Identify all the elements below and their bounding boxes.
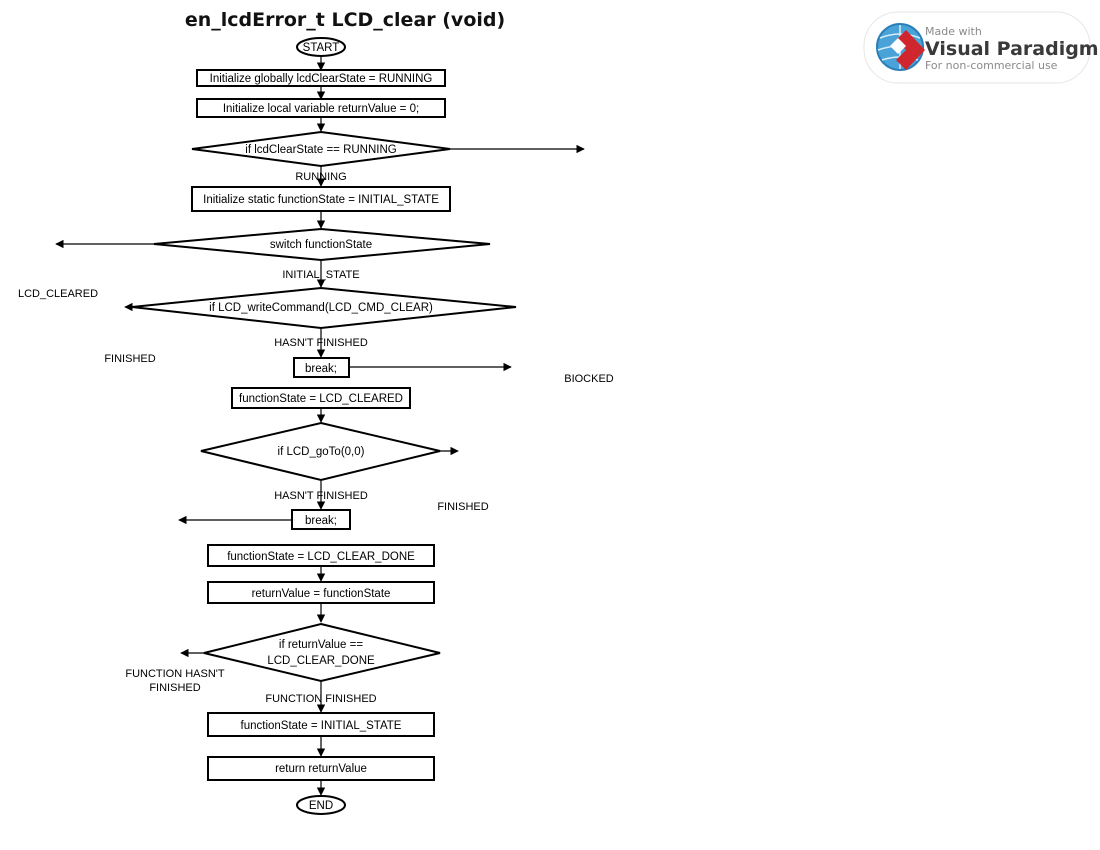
init-global-label: Initialize globally lcdClearState = RUNN… <box>210 73 433 85</box>
if-running-diamond <box>191 130 451 168</box>
if-goto-diamond <box>200 421 441 482</box>
break-1-process: break; <box>293 357 350 378</box>
edge-label-hasnt-finished-2: HASN'T FINISHED <box>274 490 368 502</box>
edge-label-function-hasnt-1: FUNCTION HASN'T <box>125 668 225 680</box>
start-label: START <box>303 42 340 54</box>
switch-diamond <box>153 227 491 262</box>
set-return-box <box>207 581 435 604</box>
init-static-box <box>191 186 451 212</box>
end-terminal: END <box>296 795 346 815</box>
if-return-label-line1: if returnValue == <box>279 639 363 651</box>
reset-state-label: functionState = INITIAL_STATE <box>241 720 402 732</box>
if-running-label: if lcdClearState == RUNNING <box>245 144 397 156</box>
set-cleared-label: functionState = LCD_CLEARED <box>239 393 403 405</box>
init-local-process: Initialize local variable returnValue = … <box>196 98 446 118</box>
set-clear-done-label: functionState = LCD_CLEAR_DONE <box>227 551 415 563</box>
reset-state-box <box>207 712 435 737</box>
set-return-process: returnValue = functionState <box>207 581 435 604</box>
edge-labels: RUNNING BIOCKED INITIAL_STATE LCD_CLEARE… <box>18 171 614 705</box>
return-value-process: return returnValue <box>207 756 435 781</box>
break-2-label: break; <box>305 515 337 527</box>
if-write-cmd-decision: if LCD_writeCommand(LCD_CMD_CLEAR) <box>131 286 517 330</box>
connectors <box>55 56 585 796</box>
if-return-decision: if returnValue == LCD_CLEAR_DONE <box>203 622 441 683</box>
if-write-cmd-diamond <box>131 286 517 330</box>
switch-label: switch functionState <box>270 239 372 251</box>
set-clear-done-process: functionState = LCD_CLEAR_DONE <box>207 544 435 567</box>
edge-label-function-finished: FUNCTION FINISHED <box>265 693 376 705</box>
switch-decision: switch functionState <box>153 227 491 262</box>
break-1-box <box>293 357 350 378</box>
if-return-diamond <box>203 622 441 683</box>
reset-state-process: functionState = INITIAL_STATE <box>207 712 435 737</box>
edge-label-finished-2: FINISHED <box>437 501 488 513</box>
if-write-cmd-label: if LCD_writeCommand(LCD_CMD_CLEAR) <box>209 302 433 314</box>
edge-label-initial-state: INITIAL_STATE <box>282 269 359 281</box>
set-cleared-box <box>231 387 411 409</box>
visual-paradigm-watermark: Made with Visual Paradigm For non-commer… <box>863 11 1099 84</box>
watermark-brand: Visual Paradigm <box>925 38 1099 60</box>
start-terminal: START <box>296 37 346 57</box>
edge-label-function-hasnt-2: FINISHED <box>149 682 200 694</box>
init-local-box <box>196 98 446 118</box>
break-2-process: break; <box>291 509 351 530</box>
watermark-badge <box>863 11 1091 84</box>
if-goto-decision: if LCD_goTo(0,0) <box>200 421 441 482</box>
set-cleared-process: functionState = LCD_CLEARED <box>231 387 411 409</box>
set-clear-done-box <box>207 544 435 567</box>
return-value-label: return returnValue <box>275 763 367 775</box>
edge-label-lcd-cleared: LCD_CLEARED <box>18 288 98 300</box>
diagram-title: en_lcdError_t LCD_clear (void) <box>185 9 505 31</box>
break-2-box <box>291 509 351 530</box>
set-return-label: returnValue = functionState <box>252 588 391 600</box>
init-global-box <box>196 69 446 87</box>
edge-label-hasnt-finished-1: HASN'T FINISHED <box>274 337 368 349</box>
edge-label-finished-1: FINISHED <box>104 353 155 365</box>
return-value-box <box>207 756 435 781</box>
start-oval <box>296 37 346 57</box>
visual-paradigm-logo-icon <box>876 23 925 71</box>
end-label: END <box>309 800 333 812</box>
watermark-usage: For non-commercial use <box>925 59 1058 72</box>
edge-label-running: RUNNING <box>295 171 346 183</box>
if-return-label-line2: LCD_CLEAR_DONE <box>267 655 375 667</box>
init-global-process: Initialize globally lcdClearState = RUNN… <box>196 69 446 87</box>
init-static-label: Initialize static functionState = INITIA… <box>203 194 439 206</box>
init-static-process: Initialize static functionState = INITIA… <box>191 186 451 212</box>
if-running-decision: if lcdClearState == RUNNING <box>191 130 451 168</box>
if-goto-label: if LCD_goTo(0,0) <box>278 446 365 458</box>
end-oval <box>296 795 346 815</box>
init-local-label: Initialize local variable returnValue = … <box>223 103 419 115</box>
watermark-made-with: Made with <box>925 25 982 38</box>
break-1-label: break; <box>305 363 337 375</box>
edge-label-blocked: BIOCKED <box>564 373 614 385</box>
